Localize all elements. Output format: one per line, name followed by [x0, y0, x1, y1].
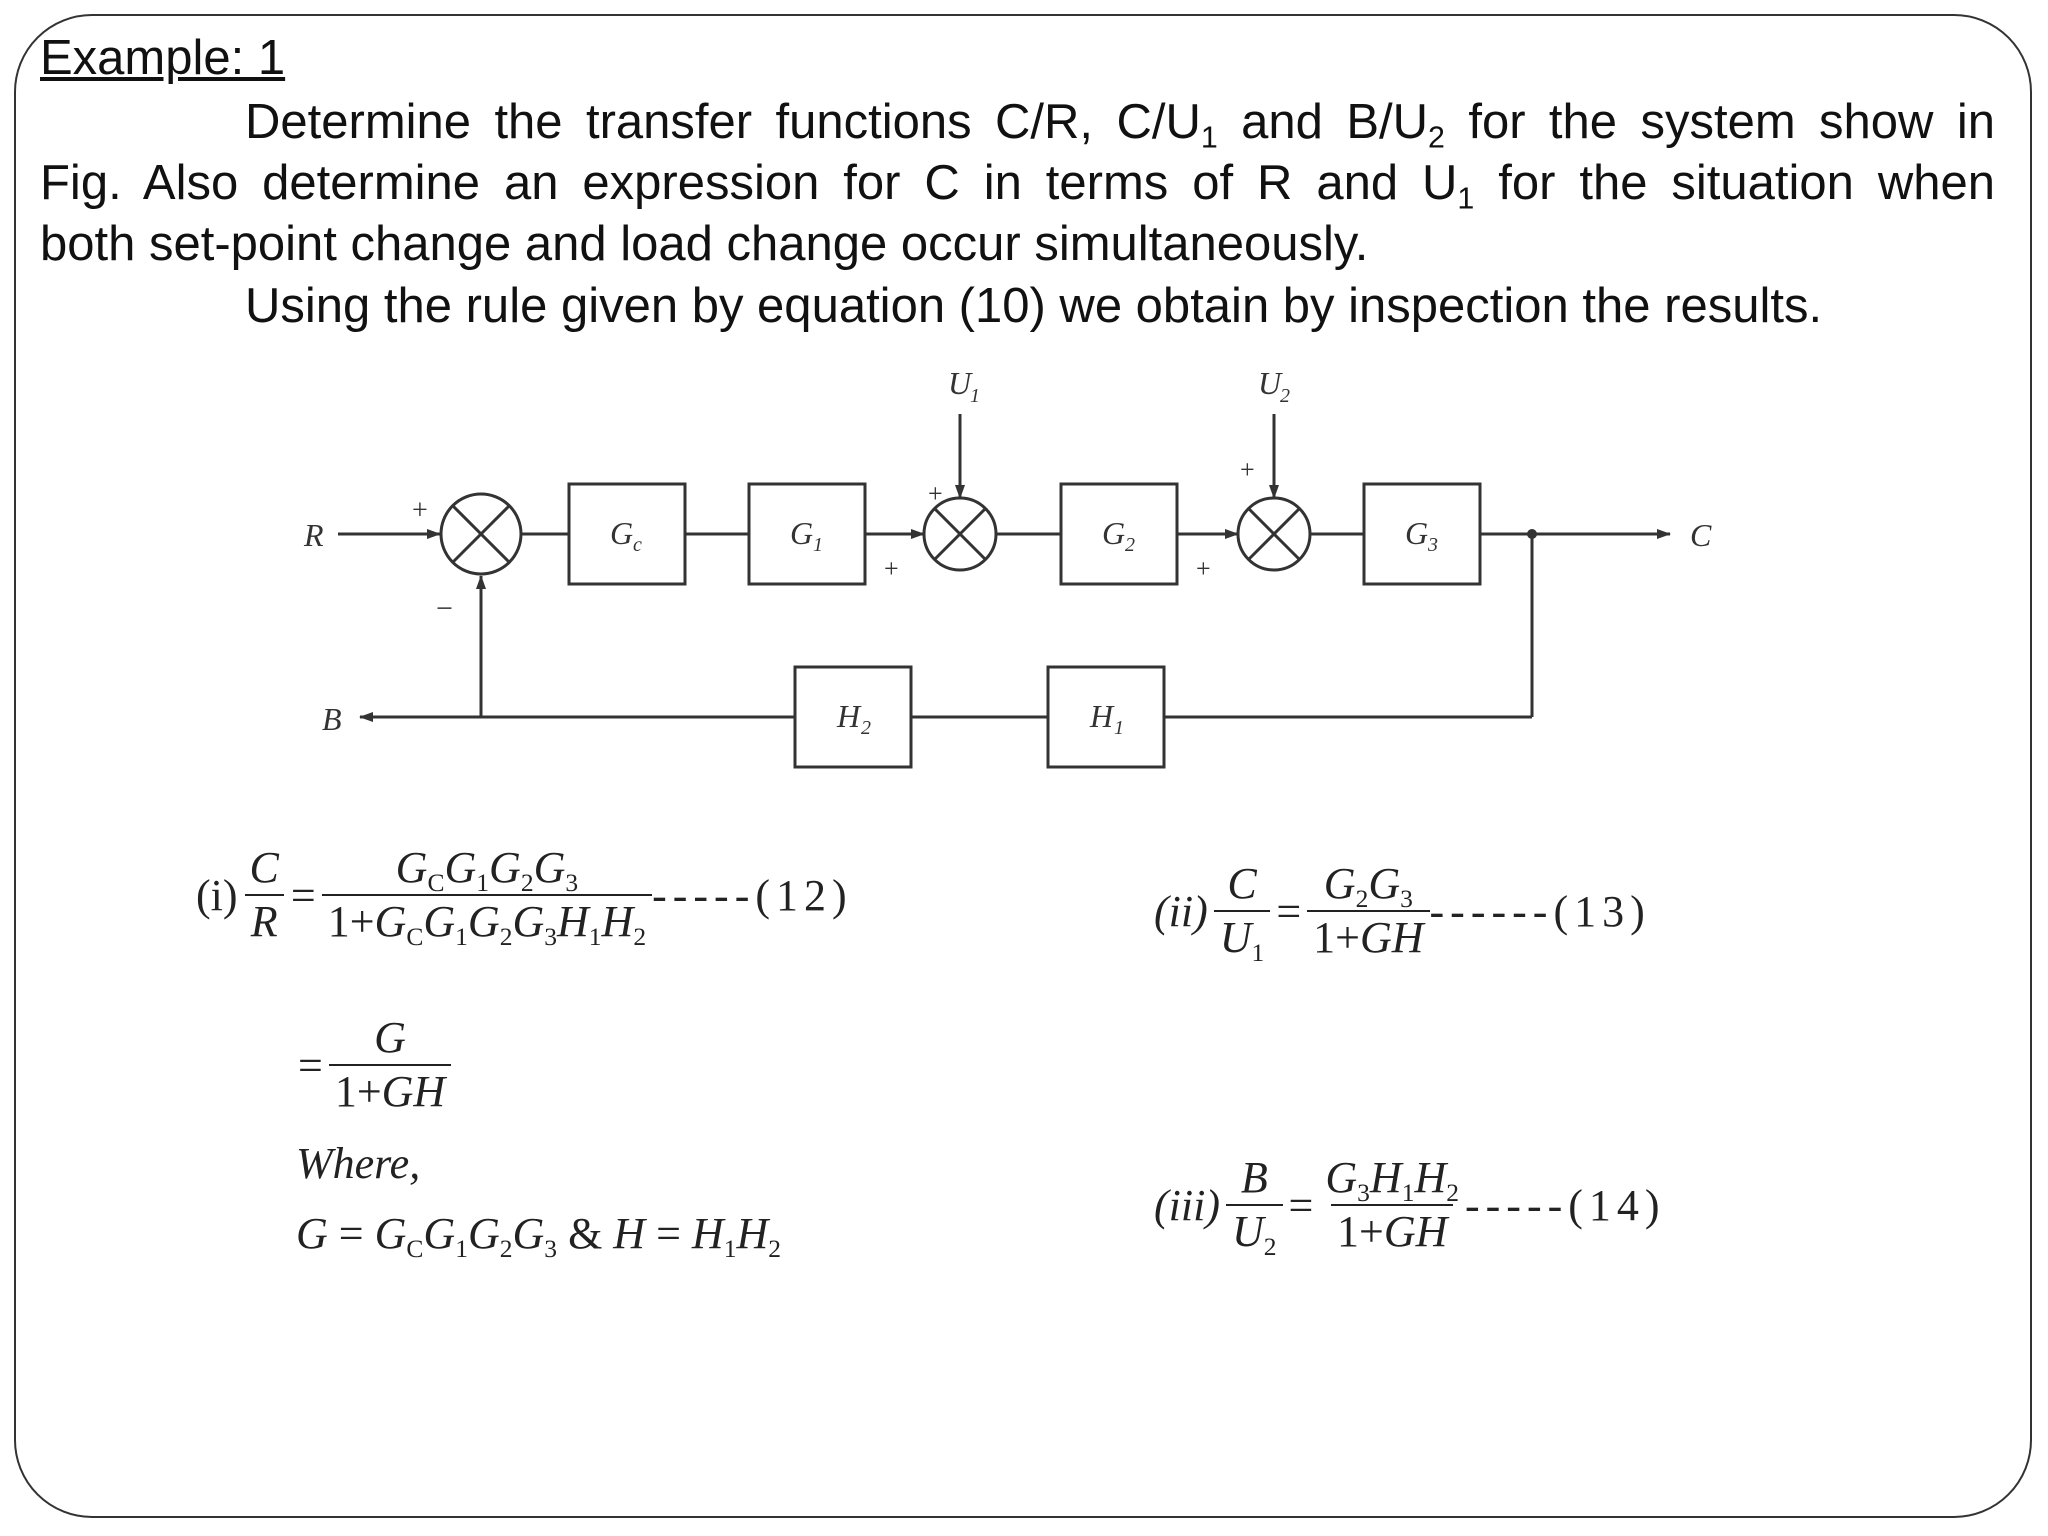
fraction: G2G3 1+GH: [1307, 858, 1430, 964]
equals-sign: =: [290, 870, 316, 920]
block-subscript-g3: 3: [1427, 534, 1438, 556]
sign-plus-g2: +: [1196, 554, 1211, 583]
prefix-text: (ii): [1154, 886, 1208, 936]
equation-number: -----(12): [652, 870, 853, 920]
block-g2: [1059, 482, 1179, 586]
equation-12: (i) C R = GCG1G2G3 1+GCG1G2G3H1H2 -----(…: [190, 842, 853, 949]
symbol: C: [1227, 859, 1257, 908]
where-definition: G = GCG1G2G3 & H = H1H2: [296, 1209, 781, 1263]
u1-subscript: 1: [970, 385, 980, 407]
problem-text: Determine the transfer functions C/R, C/…: [245, 95, 1201, 149]
symbol: R: [250, 897, 278, 946]
fraction-numerator: G2G3: [1323, 859, 1413, 913]
equation-14: (iii) B U2 = G3H1H2 1+GH -----(14): [1148, 1152, 1666, 1259]
sign-plus-u2: +: [1240, 455, 1255, 484]
problem-line-3: both set-point change and load change oc…: [40, 217, 1369, 271]
fraction-numerator: G3H1H2: [1325, 1153, 1459, 1207]
prefix-text: (iii): [1154, 1180, 1220, 1230]
block-label-g2: G: [1102, 515, 1125, 551]
equals-sign: =: [298, 1040, 323, 1090]
equation-number: -----(14): [1465, 1180, 1666, 1230]
sign-plus-u1: +: [928, 479, 943, 508]
slide-frame: [14, 14, 2032, 1518]
slide-title: Example: 1: [40, 31, 286, 85]
equation-12-simplified: = G 1+GH: [292, 1012, 452, 1118]
output-label-b: B: [322, 701, 342, 737]
block-h2: [793, 665, 913, 769]
block-label-g1: G: [790, 515, 813, 551]
equals-sign: =: [1276, 886, 1302, 936]
problem-text: Fig. Also determine an expression for C …: [40, 156, 1458, 210]
block-subscript-h2: 2: [861, 717, 871, 739]
block-g1: [747, 482, 867, 586]
fraction-numerator: B: [1235, 1152, 1274, 1204]
block-g3: [1362, 482, 1482, 586]
block-label-h1: H: [1089, 698, 1115, 734]
eq-prefix: (ii): [1154, 886, 1208, 937]
subscript: 1: [1200, 120, 1218, 155]
fraction: GCG1G2G3 1+GCG1G2G3H1H2: [321, 842, 653, 949]
block-label-h2: H: [836, 698, 862, 734]
problem-line-2: Fig. Also determine an expression for C …: [40, 153, 1995, 214]
eq-prefix: (i): [196, 870, 238, 920]
fraction: C U1: [1213, 858, 1271, 965]
equals-sign: =: [1288, 1180, 1314, 1230]
fraction-denominator: R: [244, 894, 284, 948]
problem-line-4: Using the rule given by equation (10) we…: [245, 279, 1823, 333]
fraction: G 1+GH: [328, 1012, 452, 1118]
block-label-g3: G: [1405, 515, 1428, 551]
output-label-c: C: [1690, 517, 1712, 553]
eq-prefix: (iii): [1154, 1180, 1220, 1231]
symbol: B: [1240, 1153, 1268, 1202]
block-gc: [567, 482, 687, 586]
fraction-denominator: U2: [1225, 1204, 1283, 1259]
block-subscript-g1: 1: [813, 534, 823, 556]
junction-cross: [933, 507, 987, 561]
block-h1: [1046, 665, 1166, 769]
problem-line-1: Determine the transfer functions C/R, C/…: [40, 92, 1995, 153]
fraction-denominator: U1: [1213, 910, 1271, 965]
u1-label: U: [948, 365, 973, 401]
fraction-denominator: 1+GH: [1330, 1204, 1454, 1258]
sign-minus-feedback: −: [436, 592, 453, 625]
problem-text: for the situation when: [1474, 156, 1995, 210]
symbol: G: [374, 1013, 406, 1062]
fraction: G3H1H2 1+GH: [1319, 1152, 1465, 1258]
fraction-denominator: 1+GH: [1307, 910, 1430, 964]
subscript: 1: [1457, 181, 1475, 216]
block-subscript-h1: 1: [1114, 717, 1124, 739]
problem-text: for the system show in: [1444, 95, 1995, 149]
block-subscript-gc: c: [633, 534, 642, 556]
block-subscript-g2: 2: [1125, 534, 1135, 556]
junction-cross: [451, 504, 511, 564]
fraction-numerator: C: [244, 842, 285, 894]
u2-subscript: 2: [1280, 385, 1290, 407]
fraction-denominator: 1+GCG1G2G3H1H2: [321, 894, 653, 949]
fraction-numerator: C: [1221, 858, 1262, 910]
sign-plus-g1: +: [884, 554, 899, 583]
where-text: Where,: [296, 1139, 421, 1188]
fraction-numerator: GCG1G2G3: [395, 843, 579, 897]
where-label: Where,: [296, 1138, 420, 1189]
input-label-r: R: [303, 517, 324, 553]
branch-point: [1527, 529, 1537, 539]
sign-plus-r: +: [412, 495, 428, 526]
block-label-gc: G: [610, 515, 633, 551]
junction-cross: [1247, 507, 1301, 561]
fraction: C R: [244, 842, 285, 948]
symbol: C: [249, 843, 279, 892]
fraction-denominator: 1+GH: [328, 1064, 452, 1118]
u2-label: U: [1258, 365, 1283, 401]
fraction: B U2: [1225, 1152, 1283, 1259]
equation-number: ------(13): [1429, 886, 1651, 936]
subscript: 2: [1428, 120, 1445, 155]
problem-text: and B/U: [1217, 95, 1429, 149]
fraction-numerator: G: [368, 1012, 412, 1064]
equation-13: (ii) C U1 = G2G3 1+GH ------(13): [1148, 858, 1651, 965]
